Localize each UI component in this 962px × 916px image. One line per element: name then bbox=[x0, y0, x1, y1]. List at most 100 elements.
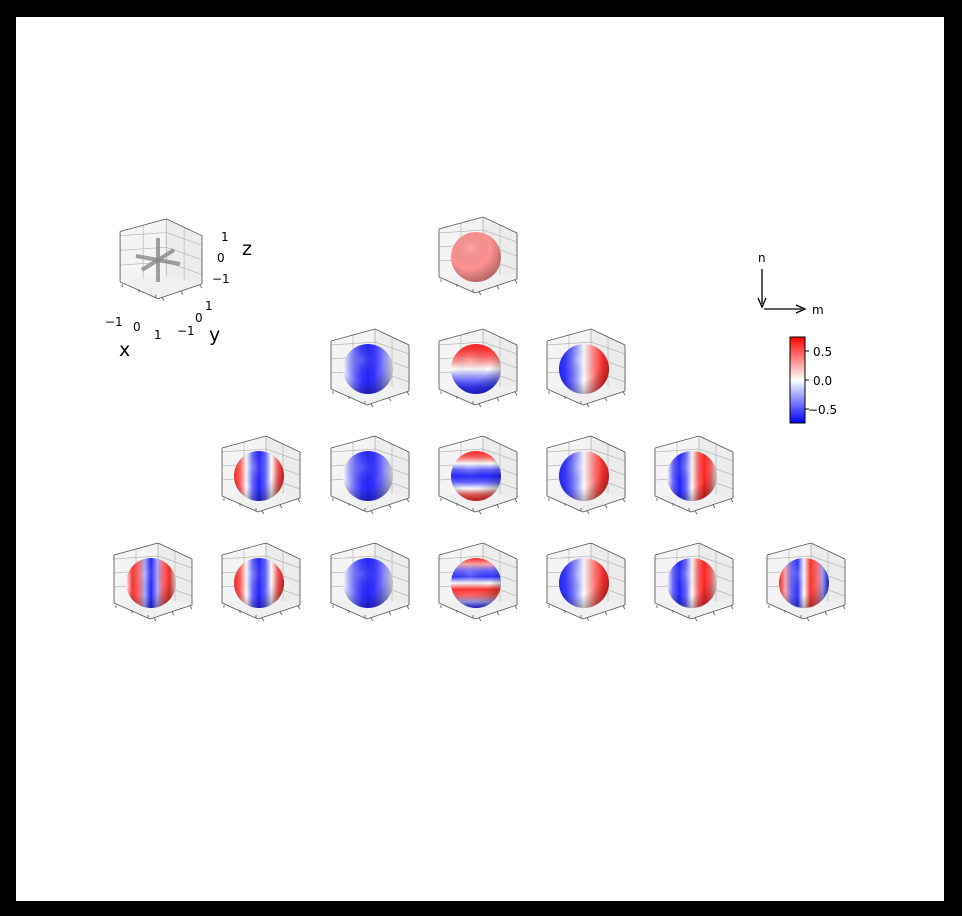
axis-edge bbox=[406, 391, 410, 396]
pane-floor bbox=[547, 490, 625, 512]
axis-edge bbox=[514, 279, 518, 284]
sphere-shading bbox=[343, 558, 393, 608]
axis-edge bbox=[582, 497, 626, 513]
y-tick-1: 1 bbox=[205, 299, 213, 313]
axis-edge bbox=[496, 611, 500, 616]
axis-edge bbox=[694, 510, 698, 515]
sphere-shading bbox=[451, 558, 501, 608]
spherical-harmonics-figure: 1 0 −1 z −1 0 1 x −1 0 1 y n m bbox=[105, 216, 846, 622]
axis-edge bbox=[370, 617, 374, 622]
axis-edge bbox=[622, 391, 626, 396]
axis-edge bbox=[171, 611, 175, 616]
axis-edge bbox=[590, 328, 626, 346]
axis-edge bbox=[604, 397, 608, 402]
axis-edge bbox=[482, 435, 518, 453]
n-direction-label: n bbox=[758, 251, 766, 265]
axis-edge bbox=[546, 542, 592, 556]
x-tick-1: 1 bbox=[154, 328, 162, 342]
axis-edge bbox=[366, 390, 410, 406]
colorbar-gradient bbox=[789, 336, 806, 424]
axis-edge bbox=[119, 218, 167, 232]
axis-edge bbox=[438, 435, 484, 449]
axis-edge bbox=[546, 435, 592, 449]
z-tick-minus-1: −1 bbox=[212, 272, 230, 286]
panel-n3-m-1 bbox=[330, 542, 410, 622]
x-axis-label: x bbox=[119, 339, 130, 361]
sphere-shading bbox=[234, 451, 284, 501]
axis-edge bbox=[654, 435, 700, 449]
axis-edge bbox=[604, 504, 608, 509]
sphere-shading bbox=[451, 232, 501, 282]
sphere-shading bbox=[559, 558, 609, 608]
axis-edge bbox=[221, 435, 267, 449]
axis-edge bbox=[370, 403, 374, 408]
pane-floor bbox=[547, 597, 625, 619]
axis-edge bbox=[261, 510, 265, 515]
axis-edge bbox=[694, 617, 698, 622]
axis-edge bbox=[474, 497, 518, 513]
harmonics-pyramid bbox=[113, 216, 846, 622]
panel-n0-m0 bbox=[438, 216, 518, 296]
m-direction-label: m bbox=[812, 303, 824, 317]
sphere-shading bbox=[667, 451, 717, 501]
sphere-shading bbox=[667, 558, 717, 608]
axis-edge bbox=[330, 435, 376, 449]
axis-edge bbox=[279, 611, 283, 616]
axis-edge bbox=[406, 498, 410, 503]
reference-axes: 1 0 −1 z −1 0 1 x −1 0 1 y bbox=[105, 218, 252, 361]
axis-edge bbox=[478, 617, 482, 622]
axis-edge bbox=[199, 284, 203, 289]
axis-edge bbox=[622, 605, 626, 610]
pane-floor bbox=[655, 490, 733, 512]
pane-floor bbox=[222, 490, 300, 512]
axis-edge bbox=[824, 611, 828, 616]
pane-floor bbox=[547, 383, 625, 405]
colorbar: 0.5 0.0 −0.5 bbox=[789, 336, 837, 424]
axis-edge bbox=[654, 542, 700, 556]
axis-edge bbox=[730, 605, 734, 610]
panel-n2-m0 bbox=[438, 435, 518, 515]
axis-edge bbox=[766, 542, 812, 556]
sphere-shading bbox=[234, 558, 284, 608]
panel-n1-m0 bbox=[438, 328, 518, 408]
axis-edge bbox=[496, 397, 500, 402]
panel-n3-m3 bbox=[766, 542, 846, 622]
axis-edge bbox=[690, 604, 734, 620]
panel-n3-m0 bbox=[438, 542, 518, 622]
sphere-shading bbox=[451, 344, 501, 394]
x-tick-minus-1: −1 bbox=[105, 315, 123, 329]
axis-edge bbox=[582, 390, 626, 406]
axis-edge bbox=[366, 497, 410, 513]
pane-floor bbox=[331, 490, 409, 512]
axis-edge bbox=[482, 542, 518, 560]
axis-edge bbox=[261, 617, 265, 622]
z-axis-label: z bbox=[242, 238, 252, 260]
axis-edge bbox=[698, 542, 734, 560]
panel-n2-m-2 bbox=[221, 435, 301, 515]
pane-floor bbox=[222, 597, 300, 619]
panel-n3-m1 bbox=[546, 542, 626, 622]
axis-edge bbox=[622, 498, 626, 503]
axis-edge bbox=[406, 605, 410, 610]
axis-edge bbox=[221, 542, 267, 556]
m-arrow-head bbox=[795, 304, 807, 314]
axis-edge bbox=[810, 542, 846, 560]
axis-edge bbox=[590, 435, 626, 453]
y-tick-0: 0 bbox=[195, 311, 203, 325]
direction-key: n m bbox=[757, 251, 824, 317]
pane-floor bbox=[655, 597, 733, 619]
sphere-shading bbox=[343, 451, 393, 501]
axis-edge bbox=[279, 504, 283, 509]
axis-edge bbox=[590, 542, 626, 560]
n-arrow-head bbox=[757, 297, 767, 309]
axis-edge bbox=[370, 510, 374, 515]
panel-n3-m2 bbox=[654, 542, 734, 622]
axis-edge bbox=[586, 403, 590, 408]
sphere-shading bbox=[559, 344, 609, 394]
axis-edge bbox=[698, 435, 734, 453]
colorbar-tick-low: −0.5 bbox=[808, 403, 837, 417]
axis-edge bbox=[149, 604, 193, 620]
panel-n1-m1 bbox=[546, 328, 626, 408]
axis-edge bbox=[478, 403, 482, 408]
axis-edge bbox=[690, 497, 734, 513]
